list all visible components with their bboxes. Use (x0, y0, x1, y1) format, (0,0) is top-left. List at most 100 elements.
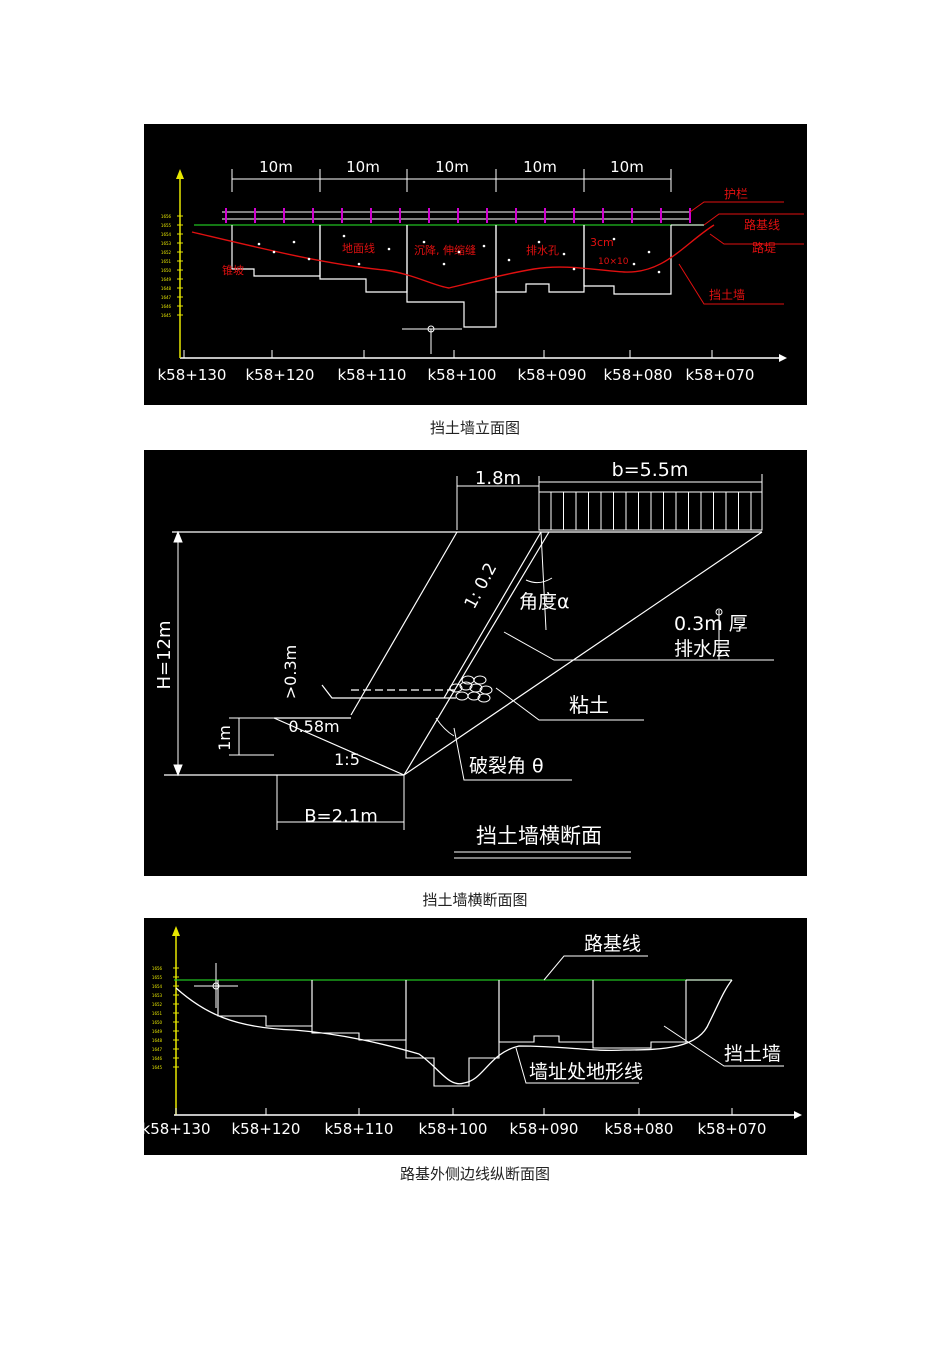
alpha-label: 角度α (519, 591, 570, 613)
drain-dot (507, 258, 511, 262)
station-label: k58+080 (605, 1120, 674, 1138)
h-dimension (173, 530, 183, 777)
min-depth-label: >0.3m (281, 645, 300, 699)
retaining-wall-label: 挡土墙 (724, 1043, 781, 1065)
drain-dot (612, 237, 616, 241)
drain-size-label: 10×10 (598, 257, 629, 267)
alpha-arc (525, 577, 553, 584)
station-label: k58+130 (144, 1120, 210, 1138)
wall-segment (583, 225, 672, 295)
top-dimensions (456, 474, 763, 530)
x-axis-arrow (794, 1111, 802, 1119)
gravel-stones (449, 675, 493, 703)
drain-layer-label: 0.3m 厚 (674, 613, 748, 635)
station-label: k58+090 (518, 366, 587, 384)
drain-marker (715, 608, 723, 616)
h-label: H=12m (154, 620, 175, 689)
slope-label: 锥坡 (222, 264, 244, 277)
guardrail-label: 护栏 (724, 186, 748, 201)
base-width-label: B=2.1m (304, 806, 378, 827)
station-label: k58+130 (158, 366, 227, 384)
elev-tick-label: 1648 (152, 1038, 163, 1043)
gravel-stone (473, 675, 487, 685)
theta-leader (453, 727, 572, 781)
station-label: k58+120 (246, 366, 315, 384)
base-slope-label: 1:5 (334, 750, 360, 769)
gravel-stone (459, 681, 473, 691)
elev-tick-label: 1653 (161, 241, 172, 246)
terrain-leader (515, 1047, 639, 1084)
guardrail (222, 208, 691, 223)
cross-section-drawing: 1.8m b=5.5m H=12m 1m (144, 450, 807, 876)
gravel-stone (449, 683, 463, 693)
station-ticks (175, 1108, 733, 1115)
drain-dot (562, 252, 566, 256)
gravel-stone (467, 691, 481, 701)
elev-tick-label: 1645 (161, 313, 172, 318)
drain-dot (572, 267, 576, 271)
station-label: k58+070 (686, 366, 755, 384)
drain-dot (272, 250, 276, 254)
station-label: k58+120 (232, 1120, 301, 1138)
b-label: b=5.5m (612, 459, 689, 481)
drain-dot (342, 234, 346, 238)
elev-tick-label: 1646 (161, 304, 172, 309)
slope-label: 1: 0.2 (461, 560, 502, 613)
dim-label: 10m (346, 158, 380, 176)
elev-tick-label: 1654 (152, 984, 163, 989)
station-ticks (183, 350, 713, 358)
one-m-label: 1m (215, 725, 234, 751)
dim-label: 10m (610, 158, 644, 176)
wall-segment (319, 225, 408, 293)
station-labels: k58+130 k58+120 k58+110 k58+100 k58+090 k58+0… (144, 1120, 766, 1138)
drain-dot (657, 270, 661, 274)
station-label: k58+110 (325, 1120, 394, 1138)
figure3-caption: 路基外侧边线纵断面图 (399, 1165, 550, 1183)
station-label: k58+110 (338, 366, 407, 384)
drain-holes (257, 234, 661, 274)
elev-tick-label: 1646 (152, 1056, 163, 1061)
drain-dot (632, 262, 636, 266)
elevation-svg: 1656165516541653165216511650164916481647… (158, 158, 804, 384)
station-label: k58+080 (604, 366, 673, 384)
wall-section (164, 531, 763, 776)
station-label: k58+100 (419, 1120, 488, 1138)
drain-layer-label: 排水层 (674, 638, 731, 660)
ground-line-label: 地面线 (342, 241, 375, 255)
station-label: k58+090 (510, 1120, 579, 1138)
cross-section-title: 挡土墙横断面 (476, 824, 602, 848)
dim-label: 10m (523, 158, 557, 176)
figure2-caption: 挡土墙横断面图 (422, 891, 528, 909)
gravel-stone (461, 675, 475, 685)
drain-dot (537, 240, 541, 244)
elev-tick-label: 1647 (161, 295, 172, 300)
drain-dot (457, 250, 461, 254)
drain-leader (503, 631, 774, 661)
elev-tick-label: 1649 (161, 277, 172, 282)
terrain-line-label: 墙址处地形线 (529, 1061, 643, 1083)
wall-segment (495, 225, 585, 293)
marker (212, 982, 220, 990)
fill-hatch (550, 492, 752, 530)
profile-svg: 1656165516541653165216511650164916481647… (144, 926, 802, 1138)
joint-label: 沉降, 伸缩缝 (414, 243, 476, 257)
station-label: k58+100 (428, 366, 497, 384)
retaining-wall-label: 挡土墙 (709, 288, 745, 302)
elev-tick-label: 1655 (161, 223, 172, 228)
alpha-ref-line (540, 531, 547, 631)
station-labels: k58+130 k58+120 k58+110 k58+100 k58+090 k58+0… (158, 366, 755, 384)
drain-hole-label: 排水孔 (526, 243, 559, 257)
theta-arc (435, 717, 455, 737)
road-shoulder-label: 路堤 (752, 240, 776, 255)
dim-label: 10m (435, 158, 469, 176)
ground-line (191, 224, 715, 289)
elev-tick-label: 1648 (161, 286, 172, 291)
drain-dot (482, 244, 486, 248)
elev-tick-label: 1650 (152, 1020, 163, 1025)
center-marker (427, 325, 435, 333)
drain-dot (387, 247, 391, 251)
drain-dot (442, 262, 446, 266)
gap-label: 3cm (590, 236, 614, 249)
